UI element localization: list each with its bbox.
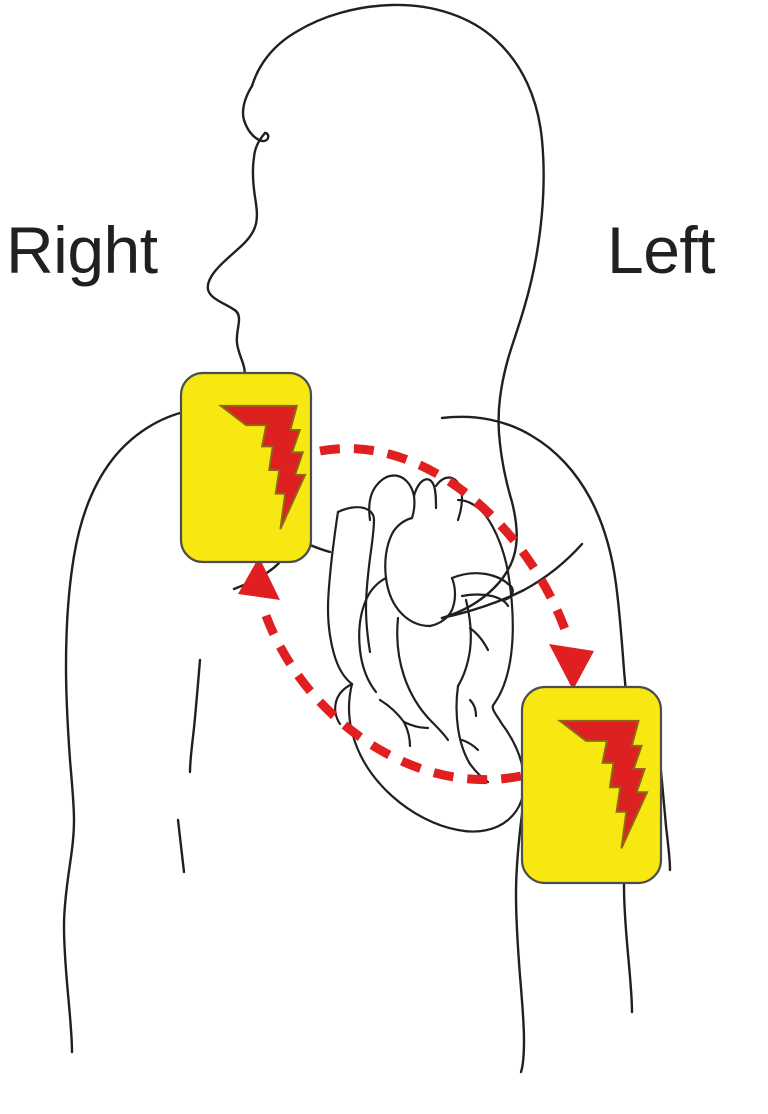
- flank-left-outline: [188, 658, 202, 774]
- lower-left-pad[interactable]: [520, 685, 663, 885]
- shoulder-left-outline: [62, 409, 190, 1054]
- body-outline-group: [62, 3, 672, 1074]
- current-flow-group: [238, 444, 594, 785]
- lightning-bolt-icon: [217, 404, 307, 530]
- flow-arrowhead-up: [238, 557, 280, 600]
- flow-arrow-down-to-left-pad-path: [319, 444, 573, 640]
- shoulder-right-slope: [440, 542, 584, 620]
- flow-arrowhead-down: [549, 644, 594, 690]
- upper-right-pad[interactable]: [179, 371, 313, 564]
- label-left: Left: [607, 213, 716, 287]
- label-right: Right: [6, 213, 158, 287]
- flow-arrow-up-to-right-pad-path: [259, 608, 522, 785]
- heart-illustration: [326, 474, 526, 833]
- abdomen-detail-line: [176, 818, 186, 874]
- lightning-bolt-icon: [556, 719, 649, 849]
